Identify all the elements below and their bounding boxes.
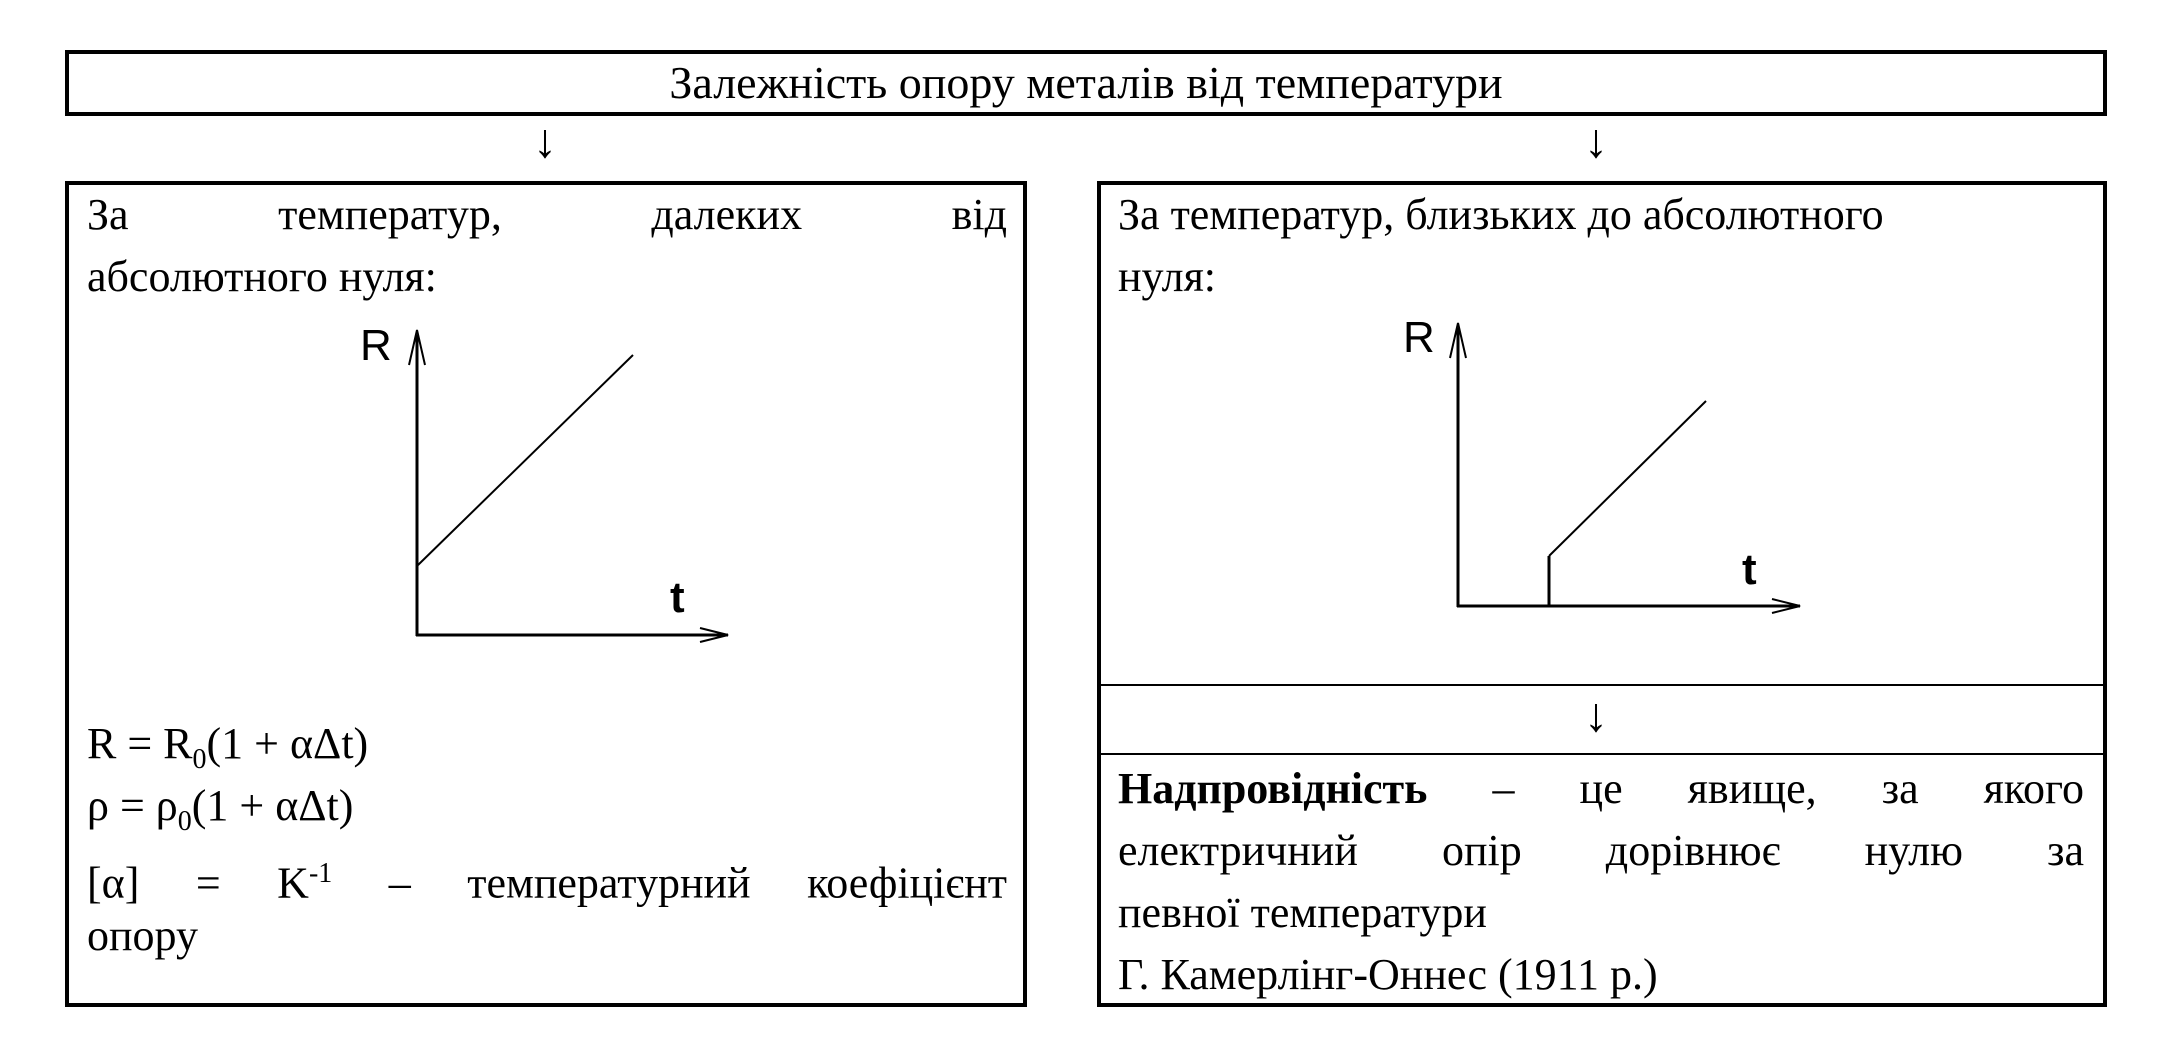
formula-resistivity: ρ = ρ0(1 + αΔt) [87, 781, 354, 837]
left-y-arrowhead [408, 329, 426, 366]
left-resistance-line [416, 354, 634, 567]
word: далеких [651, 190, 803, 239]
right-heading-line1: За температур, близьких до абсолютного [1118, 190, 1884, 239]
right-chart: R t [1403, 313, 1801, 614]
definition-line1: Надпровідність – це явище, за якого [1118, 764, 2084, 813]
word: За [87, 190, 129, 239]
left-chart: R t [360, 321, 729, 643]
word: температур, [278, 190, 502, 239]
attribution: Г. Камерлінг-Оннес (1911 р.) [1118, 950, 1658, 999]
title-text: Залежність опору металів від температури [669, 57, 1503, 108]
right-x-label: t [1742, 545, 1757, 594]
divider-top [1097, 684, 2104, 686]
word: від [951, 190, 1007, 239]
right-heading-line2: нуля: [1118, 252, 1217, 301]
right-resistance-line [1548, 400, 1707, 557]
left-heading-line1: За температур, далеких від [87, 184, 1007, 246]
right-y-label: R [1403, 313, 1435, 362]
left-heading-line2: абсолютного нуля: [87, 252, 437, 301]
right-x-arrowhead [1771, 598, 1801, 614]
arrow-down-superconductivity: ↓ [1584, 689, 1608, 742]
formula-alpha-cont: опору [87, 911, 198, 960]
definition-line2: електричний опір дорівнює нулю за [1118, 826, 2084, 875]
title-box: Залежність опору металів від температури [65, 50, 2107, 116]
left-box [65, 181, 1027, 1007]
arrow-down-left: ↓ [533, 115, 557, 168]
formula-resistance: R = R0(1 + αΔt) [87, 719, 369, 775]
left-y-label: R [360, 321, 392, 370]
definition-line3: певної температури [1118, 888, 1487, 937]
left-x-label: t [670, 573, 685, 622]
right-box [1097, 181, 2107, 1007]
divider-bottom [1097, 753, 2104, 755]
formula-alpha-unit: [α] = K-1 – температурний коефіцієнт [87, 858, 1007, 908]
arrow-down-right: ↓ [1584, 115, 1608, 168]
left-x-arrowhead [699, 627, 729, 643]
right-y-arrowhead [1449, 322, 1467, 359]
definition-term: Надпровідність [1118, 764, 1428, 813]
